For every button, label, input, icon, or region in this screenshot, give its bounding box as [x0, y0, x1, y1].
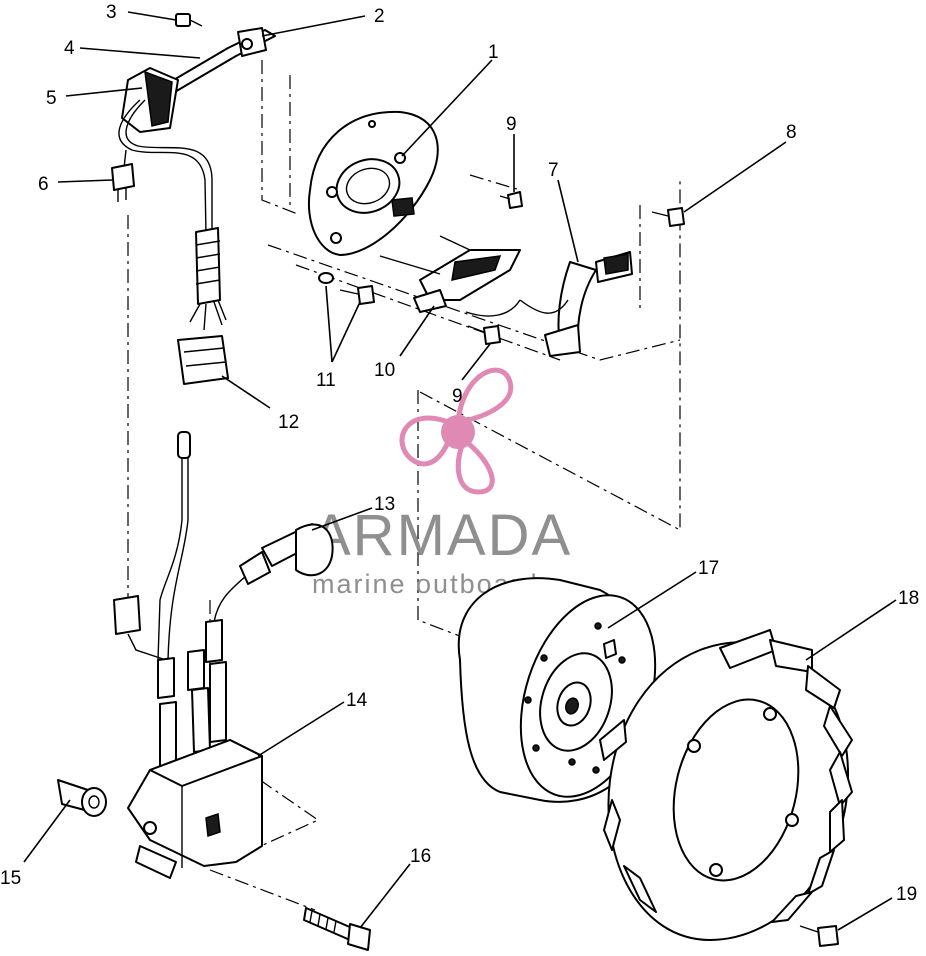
lead-wires	[113, 431, 227, 769]
callout-15: 15	[0, 868, 21, 889]
bolt-part-16	[303, 907, 371, 951]
callout-3: 3	[106, 2, 117, 23]
callout-7: 7	[548, 160, 559, 181]
callout-8: 8	[786, 122, 797, 143]
callout-6: 6	[38, 174, 49, 195]
callout-17: 17	[698, 558, 719, 579]
charge-coil-part-7	[465, 251, 633, 357]
callout-10: 10	[374, 360, 395, 381]
callout-18: 18	[898, 588, 919, 609]
pulser-coil-part-10	[379, 235, 521, 313]
harness-plug-part-12	[177, 227, 229, 385]
spacer-part-15	[57, 779, 107, 817]
callout-19: 19	[896, 884, 917, 905]
callout-14: 14	[346, 690, 368, 711]
spark-plug-cap-part-13	[213, 523, 334, 623]
callout-12: 12	[278, 412, 299, 433]
callout-11: 11	[316, 370, 336, 391]
callout-16: 16	[410, 846, 431, 867]
propeller-logo-icon	[399, 367, 514, 495]
grommet-plate-part-5	[121, 67, 179, 133]
stator-base-part-1	[308, 110, 439, 256]
screw-part-3	[175, 13, 203, 27]
ignition-coil-part-14	[127, 739, 263, 879]
callout-5: 5	[46, 88, 57, 109]
callout-13: 13	[374, 494, 395, 515]
callout-leaders	[23, 11, 897, 931]
callout-2: 2	[374, 6, 385, 27]
fan-cover-part-18	[599, 629, 853, 941]
callout-4: 4	[64, 38, 75, 59]
watermark-brand: ARMADA	[312, 503, 572, 568]
fan-fins	[599, 629, 853, 923]
screw-part-8	[651, 207, 685, 227]
callout-9-lower: 9	[452, 386, 463, 407]
callout-labels: 1 2 3 4 5 6 7 8 9 9 10 11 12 13 14 15 16…	[0, 2, 919, 905]
screw-part-9-upper	[499, 191, 523, 209]
connector-part-6	[111, 163, 135, 202]
callout-1: 1	[488, 42, 499, 63]
screw-part-9-lower	[467, 325, 501, 345]
screws-washers-part-11	[318, 272, 375, 305]
armada-watermark: ARMADA marine outboards	[312, 367, 572, 599]
callout-9-upper: 9	[506, 114, 517, 135]
screw-part-19	[799, 925, 839, 947]
